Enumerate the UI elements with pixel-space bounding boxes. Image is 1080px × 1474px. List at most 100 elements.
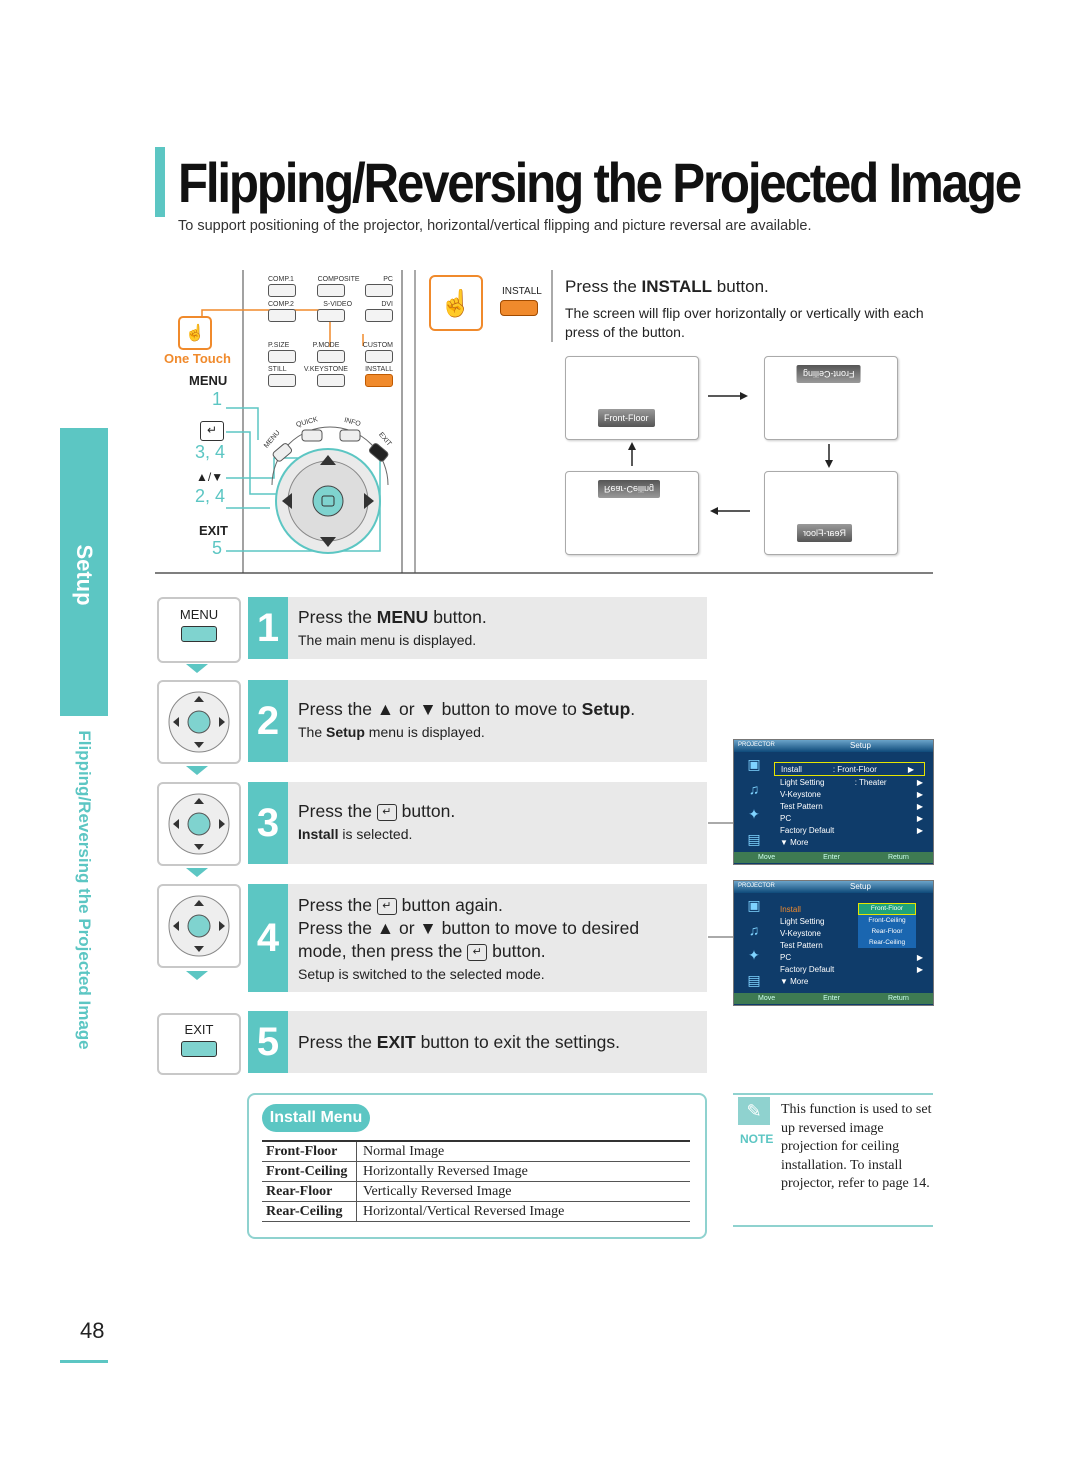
- osd-items: Install Light Setting V-Keystone Test Pa…: [774, 893, 933, 993]
- osd-setup-menu: PROJECTOR Setup ▣♫✦▤ Install: Front-Floo…: [733, 739, 934, 865]
- osd-option-rear-floor[interactable]: Rear-Floor: [858, 926, 916, 937]
- osd-option-front-floor[interactable]: Front-Floor: [858, 903, 916, 915]
- custom-button[interactable]: [365, 350, 393, 363]
- osd-item-factory-default[interactable]: Factory Default▶: [774, 963, 933, 975]
- step-ref-34: 3, 4: [195, 442, 226, 462]
- option-icon: ▤: [747, 830, 761, 847]
- sound-icon: ♫: [748, 781, 760, 798]
- picture-icon: ▣: [747, 756, 761, 773]
- step-ref-5: 5: [212, 538, 223, 558]
- table-cell-mode: Front-Ceiling: [262, 1161, 357, 1182]
- setup-icon: ✦: [748, 805, 760, 822]
- osd-item-light-setting[interactable]: Light Setting: [774, 915, 933, 927]
- key-label-custom: CUSTOM: [362, 342, 393, 349]
- page-number: 48: [80, 1318, 105, 1343]
- remote-install-button[interactable]: [365, 374, 393, 387]
- svideo-button[interactable]: [316, 309, 345, 322]
- osd-option-front-ceiling[interactable]: Front-Ceiling: [858, 915, 916, 926]
- step-arrow-3: [186, 868, 208, 877]
- install-title-pre: Press the: [565, 277, 642, 296]
- osd-footer-enter: Enter: [823, 854, 840, 861]
- step4-body: Press the ↵ button again. Press the ▲ or…: [288, 884, 707, 992]
- osd-item-label: PC: [780, 813, 792, 823]
- osd-footer-enter: Enter: [823, 995, 840, 1002]
- enter-key-icon: ↵: [467, 943, 488, 961]
- step2-desc-bold: Setup: [326, 724, 365, 740]
- osd-item-more[interactable]: ▼ More: [774, 836, 933, 848]
- osd-item-pc[interactable]: PC▶: [774, 951, 933, 963]
- key-label-comp2: COMP.2: [268, 301, 294, 308]
- step1-body: Press the MENU button. The main menu is …: [288, 597, 707, 659]
- osd-item-arrow: ▶: [916, 789, 923, 799]
- osd-item-light-setting[interactable]: Light Setting: Theater▶: [774, 776, 933, 788]
- osd-item-label: V-Keystone: [780, 789, 821, 799]
- step3-enter-icon: [157, 782, 241, 866]
- step3-title-post: button.: [396, 801, 456, 821]
- step5-number: 5: [248, 1011, 288, 1073]
- sound-icon: ♫: [748, 922, 760, 939]
- remote-dpad[interactable]: [260, 425, 400, 570]
- step5-icon-label: EXIT: [184, 1022, 214, 1037]
- osd-item-label: Factory Default: [780, 964, 835, 974]
- dvi-button[interactable]: [365, 309, 393, 322]
- step2-desc: The Setup menu is displayed.: [298, 724, 707, 740]
- osd-item-arrow: ▶: [916, 777, 923, 787]
- remote-key-grid: COMP.1 COMPOSITE PC COMP.2 S-VIDEO DVI P…: [268, 276, 393, 387]
- step2-title-bold: Setup: [581, 699, 631, 719]
- install-title-post: button.: [712, 277, 769, 296]
- step-arrow-2: [186, 766, 208, 775]
- step3-desc: Install is selected.: [298, 826, 707, 842]
- step2-title: Press the ▲ or ▼ button to move to Setup…: [298, 698, 707, 721]
- osd-item-arrow: ▶: [907, 764, 914, 774]
- osd-install-submenu: PROJECTOR Setup ▣♫✦▤ Install Light Setti…: [733, 880, 934, 1006]
- step1-title-post: button.: [428, 607, 487, 627]
- osd-item-arrow: ▶: [916, 952, 923, 962]
- note-box: [733, 1093, 933, 1227]
- step4-line3-pre: mode, then press the: [298, 941, 468, 961]
- osd-item-install[interactable]: Install: [774, 903, 933, 915]
- install-menu-box: [247, 1093, 707, 1239]
- setup-icon: ✦: [748, 946, 760, 963]
- install-button-label: INSTALL: [502, 286, 542, 297]
- step1-title: Press the MENU button.: [298, 606, 707, 629]
- osd-footer-return: Return: [887, 854, 909, 861]
- step4-line1: Press the ↵ button again.: [298, 894, 707, 917]
- step-ref-1: 1: [212, 389, 223, 409]
- comp1-button[interactable]: [268, 284, 296, 297]
- pc-button[interactable]: [365, 284, 393, 297]
- key-label-vkeystone: V.KEYSTONE: [303, 366, 348, 373]
- flip-box-rear-floor: Rear-Floor: [764, 471, 898, 555]
- vkeystone-button[interactable]: [316, 374, 345, 387]
- osd-item-test-pattern[interactable]: Test Pattern▶: [774, 800, 933, 812]
- exit-key-icon: [181, 1041, 217, 1057]
- composite-button[interactable]: [316, 284, 345, 297]
- enter-key-icon: ↵: [376, 897, 397, 915]
- osd-item-more[interactable]: ▼ More: [774, 975, 933, 987]
- table-cell-mode: Rear-Floor: [262, 1181, 357, 1202]
- osd-brand: PROJECTOR: [738, 742, 775, 748]
- key-label-composite: COMPOSITE: [317, 276, 360, 283]
- osd-item-label: Factory Default: [780, 825, 835, 835]
- osd-item-label: Light Setting: [780, 916, 825, 926]
- osd-header: PROJECTOR Setup: [734, 881, 933, 893]
- comp2-button[interactable]: [268, 309, 296, 322]
- note-label: NOTE: [740, 1132, 774, 1146]
- psize-button[interactable]: [268, 350, 296, 363]
- osd-item-v-keystone[interactable]: V-Keystone: [774, 927, 933, 939]
- osd-item-factory-default[interactable]: Factory Default ▶: [774, 824, 933, 836]
- osd-item-test-pattern[interactable]: Test Pattern: [774, 939, 933, 951]
- osd-item-arrow: ▶: [916, 825, 923, 835]
- step2-desc-post: menu is displayed.: [364, 724, 485, 740]
- osd-item-v-keystone[interactable]: V-Keystone ▶: [774, 788, 933, 800]
- step4-number: 4: [248, 884, 288, 992]
- osd-item-label: Test Pattern: [780, 940, 823, 950]
- dpad-enter-icon-2: [168, 895, 230, 957]
- still-button[interactable]: [268, 374, 296, 387]
- osd-item-pc[interactable]: PC▶: [774, 812, 933, 824]
- osd-option-rear-ceiling[interactable]: Rear-Ceiling: [858, 937, 916, 948]
- pmode-button[interactable]: [316, 350, 345, 363]
- install-button[interactable]: [500, 300, 538, 316]
- table-cell-desc: Normal Image: [356, 1140, 690, 1162]
- osd-item-install[interactable]: Install: Front-Floor▶: [774, 762, 925, 776]
- step4-desc: Setup is switched to the selected mode.: [298, 966, 545, 982]
